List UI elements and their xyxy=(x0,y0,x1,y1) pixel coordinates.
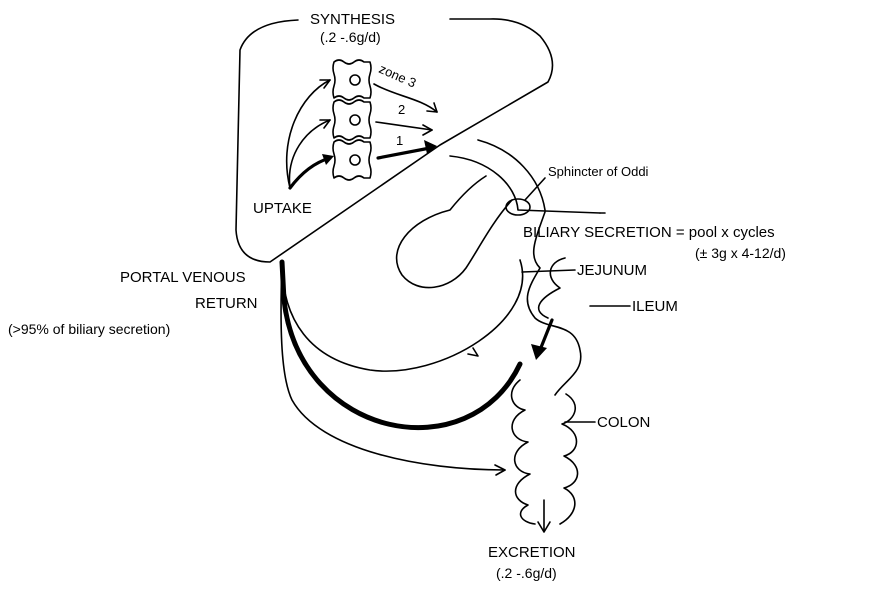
liver-outline xyxy=(236,19,553,262)
hepatocyte-zone-2 xyxy=(333,100,371,140)
jejunum-leader xyxy=(522,270,575,272)
gallbladder xyxy=(397,176,512,288)
hepatocyte-zone-1 xyxy=(333,140,371,180)
synthesis-rate-label: (.2 -.6g/d) xyxy=(320,29,381,45)
colonic-return-loop xyxy=(281,262,505,470)
excretion-rate-label: (.2 -.6g/d) xyxy=(496,565,557,581)
sphincter-of-oddi-label: Sphincter of Oddi xyxy=(548,164,649,179)
portal-percent-label: (>95% of biliary secretion) xyxy=(8,321,170,337)
secretion-arrow-zone-3 xyxy=(374,84,437,112)
colon xyxy=(512,380,535,524)
uptake-arrow-zone-2 xyxy=(289,120,330,188)
biliary-secretion-rate-label: (± 3g x 4-12/d) xyxy=(695,245,786,261)
uptake-label: UPTAKE xyxy=(253,200,312,217)
synthesis-label: SYNTHESIS xyxy=(310,11,395,28)
return-label: RETURN xyxy=(195,295,258,312)
uptake-arrow-zone-1 xyxy=(290,158,330,188)
jejunum-label: JEJUNUM xyxy=(577,262,647,279)
biliary-secretion-label: BILIARY SECRETION = pool x cycles xyxy=(523,224,775,241)
colon-label: COLON xyxy=(597,414,650,431)
portal-venous-return-arrow xyxy=(282,262,520,428)
zone-3-label: zone 3 xyxy=(377,61,419,91)
zone-2-label: 2 xyxy=(398,102,405,117)
portal-venous-label: PORTAL VENOUS xyxy=(120,269,246,286)
ileum-label: ILEUM xyxy=(632,298,678,315)
jejunal-return-loop xyxy=(282,260,523,371)
hepatocyte-zone-3 xyxy=(333,60,371,100)
excretion-label: EXCRETION xyxy=(488,544,576,561)
zone-1-label: 1 xyxy=(396,133,403,148)
